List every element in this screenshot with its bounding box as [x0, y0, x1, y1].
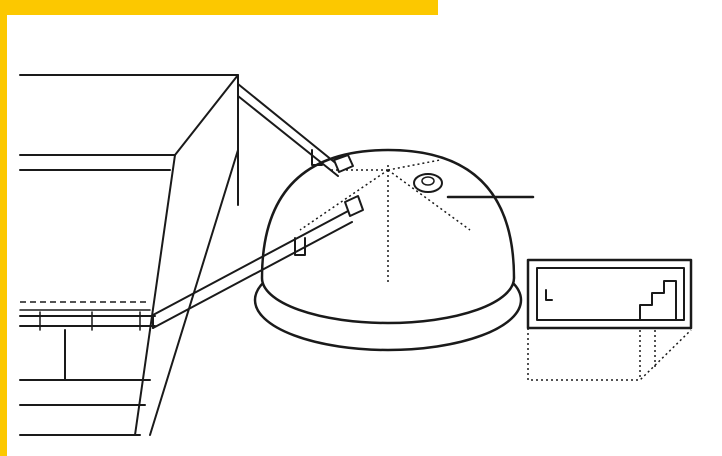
connecting-pipes [152, 83, 364, 329]
domed-tank [253, 148, 535, 352]
building-block [19, 74, 239, 436]
top-accent-bar [0, 0, 438, 15]
collection-box [526, 258, 693, 381]
left-accent-bar [0, 0, 7, 456]
base-pipes [19, 311, 156, 331]
